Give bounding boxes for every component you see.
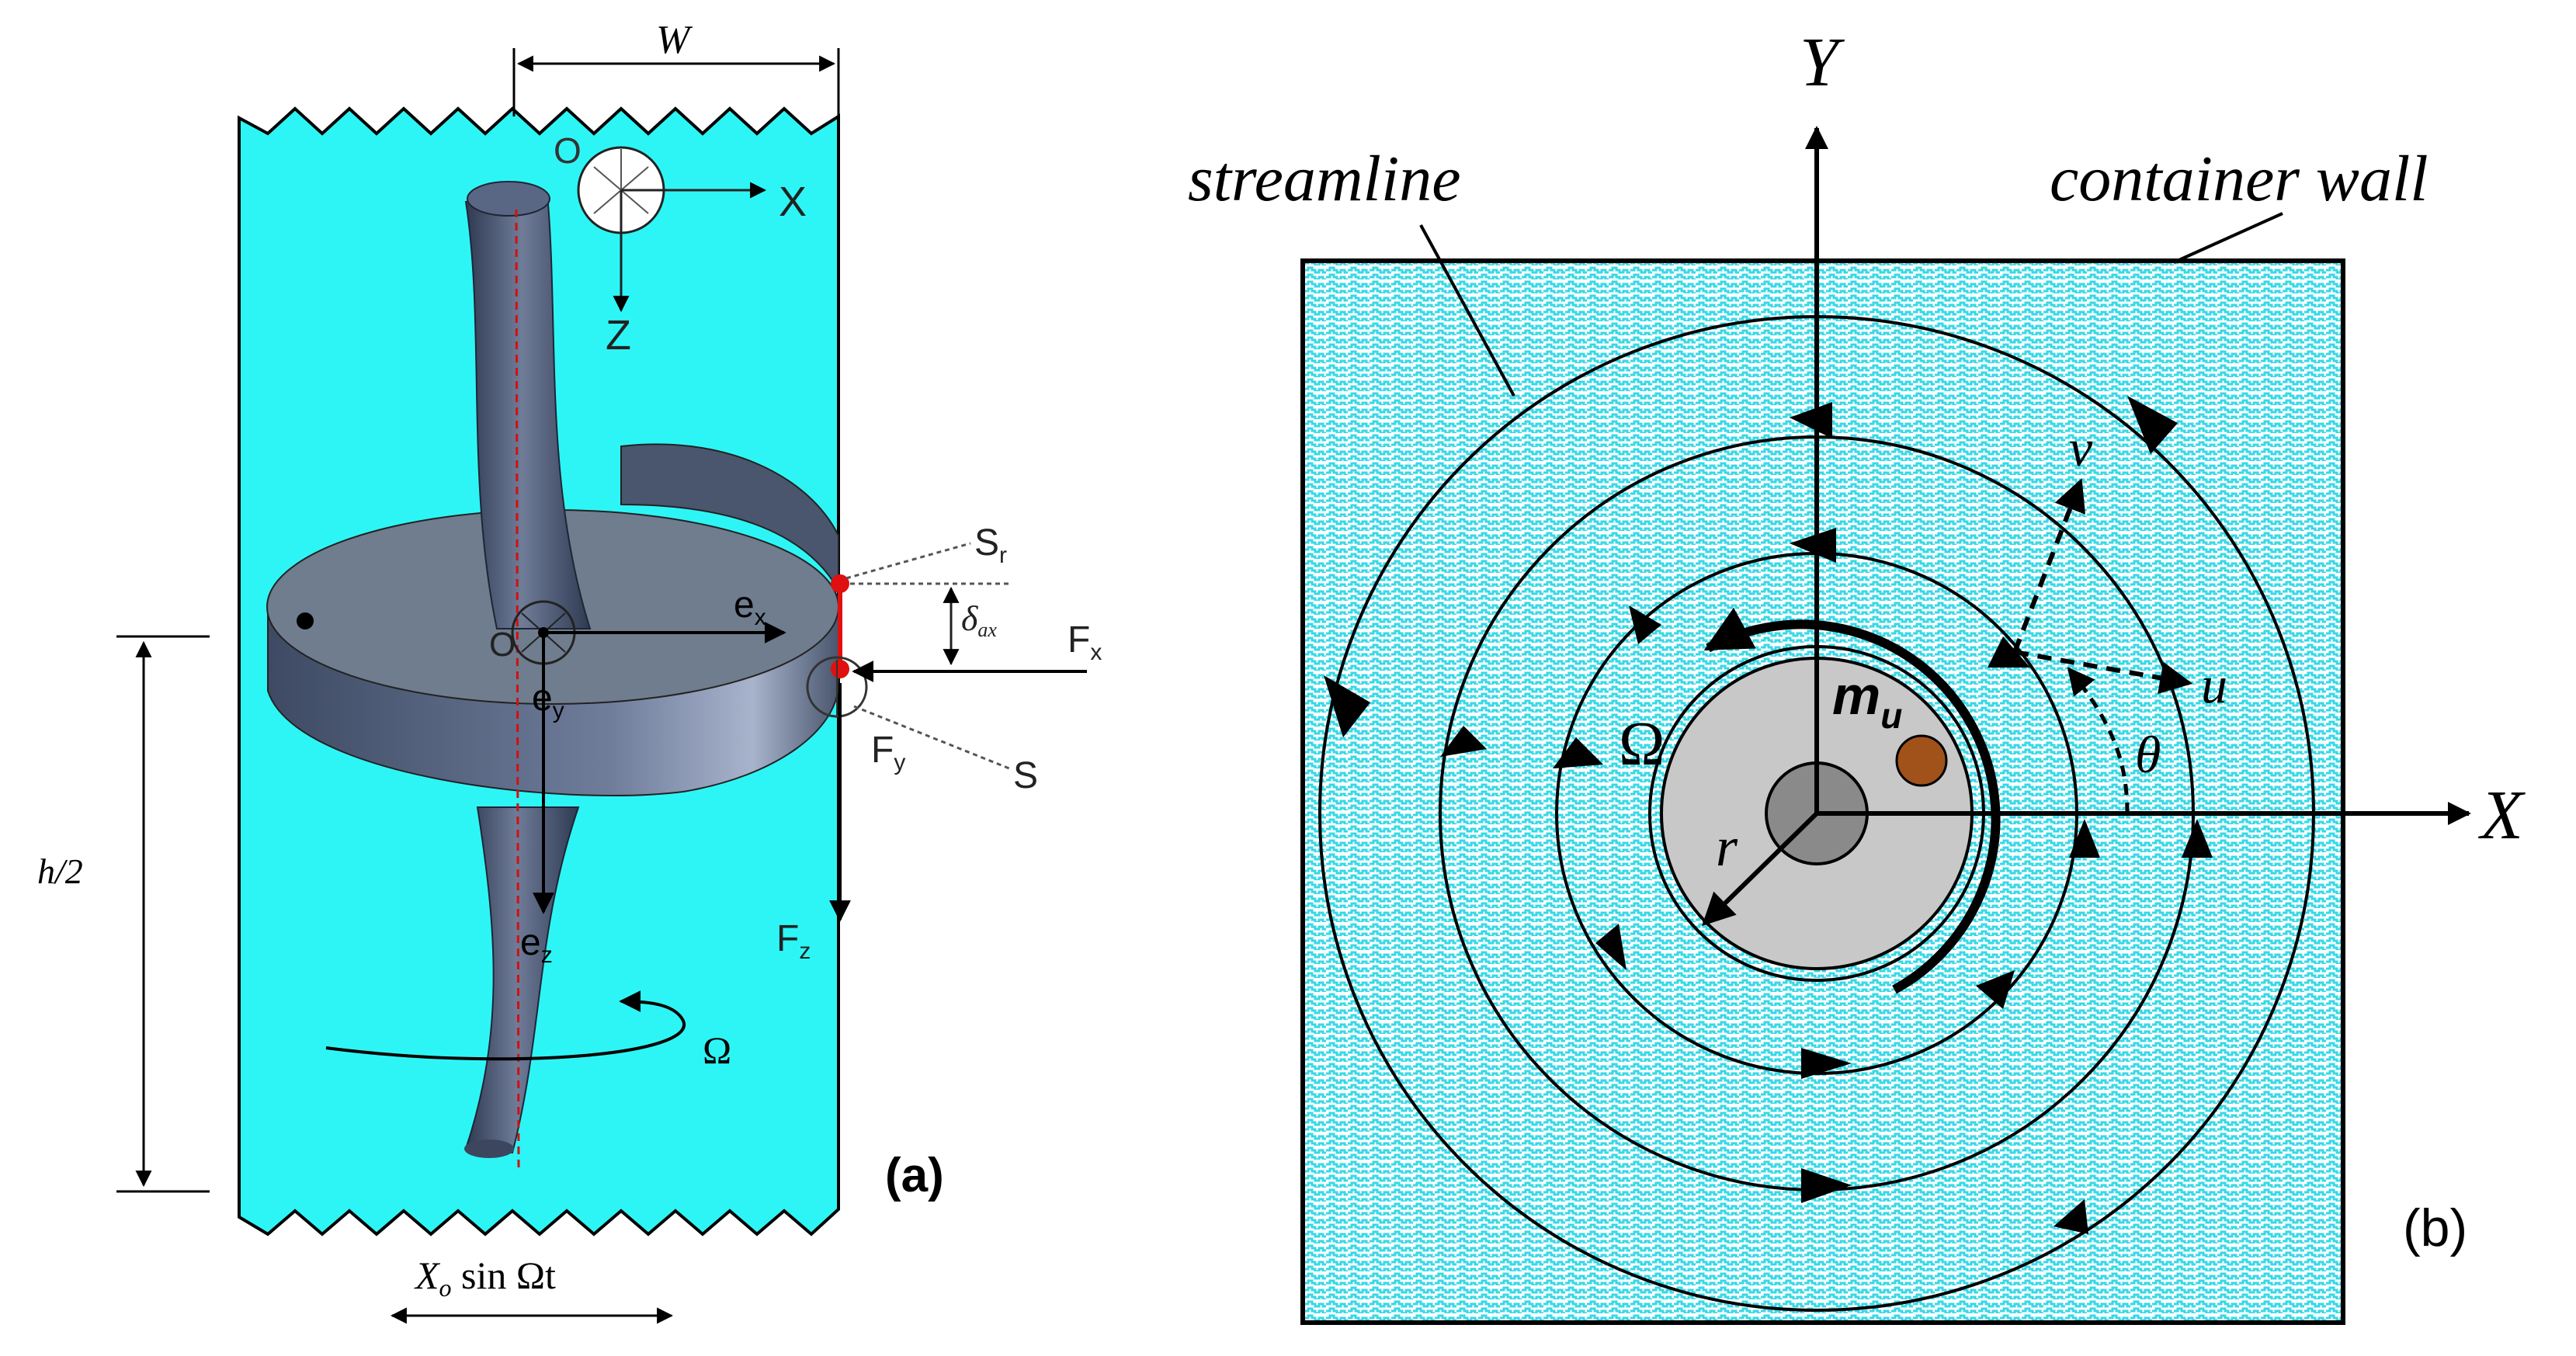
radius-arrow — [1701, 811, 1819, 926]
flow-arrow — [1801, 1168, 1852, 1203]
container-wall-label: container wall — [2050, 143, 2428, 215]
panel-b: mu Ω r X Y v u θ streamline container wa… — [1188, 24, 2526, 1325]
flow-arrowheads — [1324, 396, 2213, 1234]
flow-arrow — [2069, 819, 2100, 858]
flow-arrow — [1790, 528, 1836, 563]
shaft-upper-top — [467, 181, 550, 217]
excitation-label: Xo sin Ωt — [414, 1254, 556, 1302]
v-arrow — [2012, 478, 2085, 654]
fy-label: Fy — [871, 730, 905, 775]
y-axis-label-b: Y — [1800, 24, 1845, 101]
streamline-leader — [1419, 224, 1515, 397]
panel-a: W h/2 O X Z O — [37, 18, 1102, 1324]
shaft-centerline — [515, 209, 520, 1169]
rotation-arrow — [325, 990, 686, 1061]
caption-a: (a) — [885, 1149, 944, 1202]
x-axis-label-b: X — [2478, 777, 2526, 854]
disk-hole — [297, 612, 314, 629]
flow-arrow — [1595, 924, 1626, 970]
flow-arrow — [1790, 402, 1832, 439]
fx-label: Fx — [1068, 619, 1102, 665]
sr-label: Sr — [974, 522, 1007, 568]
theta-arc — [2067, 667, 2130, 814]
origin-center-label: O — [489, 626, 516, 664]
radius-label: r — [1716, 816, 1738, 878]
s-leader — [853, 705, 1010, 770]
width-label: W — [656, 18, 693, 62]
s-label: S — [1013, 755, 1038, 796]
flow-arrow — [1988, 636, 2030, 668]
flow-arrow — [1629, 605, 1661, 644]
flow-arrow — [1440, 726, 1487, 757]
streamline-label: streamline — [1188, 143, 1461, 215]
theta-label: θ — [2135, 725, 2161, 784]
flow-arrow — [1801, 1048, 1852, 1079]
omega-label-b: Ω — [1619, 710, 1665, 779]
origin-top-label: O — [554, 130, 582, 171]
z-axis-label: Z — [606, 312, 631, 359]
flow-arrow — [2054, 1199, 2088, 1234]
flow-arrow — [2182, 819, 2213, 858]
shaft-upper — [464, 192, 592, 629]
delta-label: δax — [961, 598, 997, 641]
flow-arrow — [1324, 675, 1370, 737]
flow-arrow — [2127, 396, 2178, 454]
unbalanced-mass — [1895, 734, 1948, 787]
flow-arrow — [1553, 737, 1603, 768]
fz-label: Fz — [776, 918, 811, 964]
height-label: h/2 — [37, 851, 83, 891]
seal-point-top — [831, 574, 849, 593]
flow-arrow — [1976, 970, 2015, 1009]
v-label: v — [2069, 418, 2093, 477]
sr-leader — [845, 542, 971, 580]
caption-b: (b) — [2403, 1198, 2467, 1257]
u-arrow — [2014, 650, 2193, 695]
u-label: u — [2201, 655, 2227, 714]
omega-label-a: Ω — [703, 1028, 731, 1072]
shaft-lower-end — [464, 1139, 514, 1158]
x-axis-label: X — [779, 179, 807, 225]
ez-label: ez — [520, 922, 553, 968]
rotation-arc — [1703, 607, 2001, 994]
ex-label: ex — [734, 584, 766, 630]
seal-point-bottom — [831, 660, 849, 678]
wall-leader — [2173, 212, 2283, 264]
mass-label: mu — [1832, 665, 1902, 736]
